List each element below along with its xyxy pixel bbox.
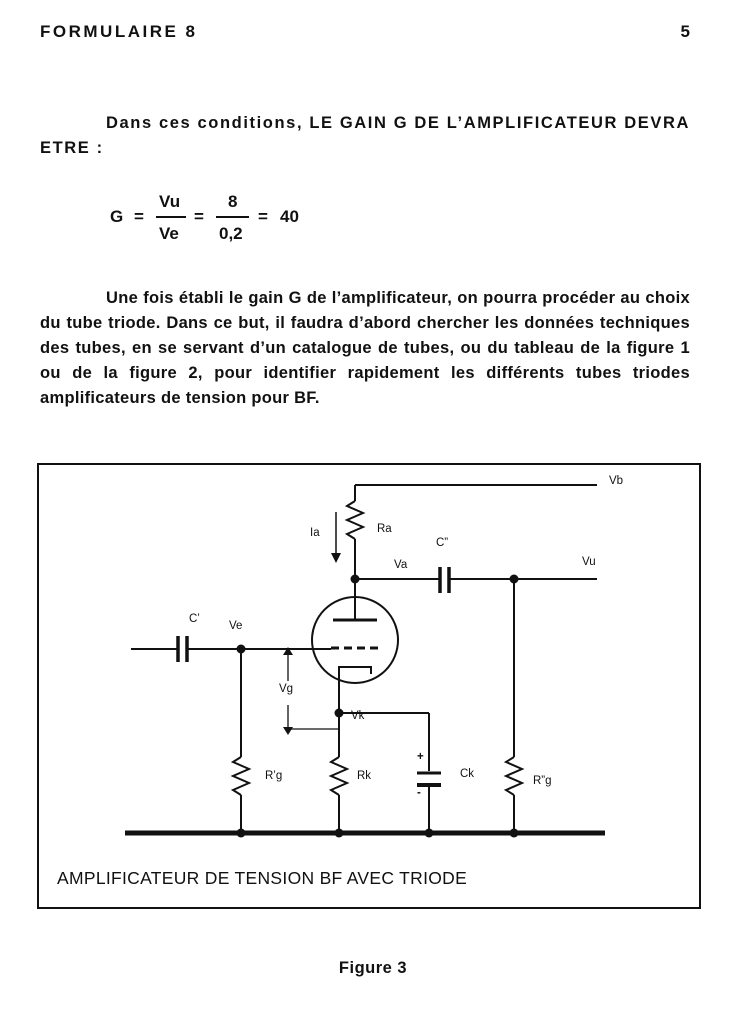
body-text: Une fois établi le gain G de l’amplifica…: [40, 289, 690, 407]
label-vk: Vk: [351, 710, 365, 722]
ground-node-2: [334, 828, 344, 838]
circuit-diagram: [125, 484, 605, 838]
page-header: FORMULAIRE 8 5: [40, 22, 690, 46]
ground-node-1: [236, 828, 246, 838]
ra-resistor: [344, 500, 366, 540]
intro-text: Dans ces conditions, LE GAIN G DE L’AMPL…: [40, 114, 690, 157]
eq-sign-1: =: [134, 207, 144, 226]
label-va: Va: [394, 559, 408, 571]
intro-paragraph: Dans ces conditions, LE GAIN G DE L’AMPL…: [40, 111, 690, 161]
eq-sign-3: =: [258, 207, 268, 226]
label-ck: Ck: [460, 768, 475, 780]
va-node: [350, 574, 360, 584]
figure-title: AMPLIFICATEUR DE TENSION BF AVEC TRIODE: [57, 868, 468, 888]
eq-numerator-1: Vu: [159, 192, 181, 211]
figure-caption: Figure 3: [338, 959, 408, 977]
gain-equation: G = Vu Ve = 8 0,2 = 40: [110, 190, 370, 250]
label-rk: Rk: [357, 770, 372, 782]
eq-numerator-2: 8: [228, 192, 238, 211]
page-number: 5: [680, 22, 690, 41]
label-vu: Vu: [582, 556, 596, 568]
triode-cathode: [338, 666, 372, 674]
vu-node: [509, 574, 519, 584]
ck-plate-bottom: [417, 783, 441, 787]
ve-node: [236, 644, 246, 654]
label-rg1: R’g: [265, 770, 283, 782]
rg2-resistor: [503, 756, 525, 796]
eq-result: 40: [280, 207, 299, 226]
label-ck-minus: -: [417, 787, 421, 799]
eq-denominator-2: 0,2: [219, 224, 243, 243]
vg-arrow-top: [283, 647, 293, 655]
rk-resistor: [328, 756, 350, 796]
ia-arrow-head: [331, 553, 341, 563]
label-rg2: R”g: [533, 775, 552, 787]
label-ve: Ve: [229, 620, 243, 632]
label-vg: Vg: [279, 683, 294, 695]
label-c2: C”: [436, 537, 449, 549]
rg1-resistor: [230, 756, 252, 796]
eq-sign-2: =: [194, 207, 204, 226]
label-vb: Vb: [609, 475, 624, 487]
fraction-bar-1: [156, 216, 186, 218]
ground-node-4: [509, 828, 519, 838]
document-title: FORMULAIRE 8: [40, 22, 198, 41]
label-ra: Ra: [377, 523, 392, 535]
body-paragraph: Une fois établi le gain G de l’amplifica…: [40, 286, 690, 411]
eq-denominator-1: Ve: [159, 224, 179, 243]
vk-node: [334, 708, 344, 718]
ground-node-3: [424, 828, 434, 838]
triode-envelope: [311, 596, 399, 684]
label-ck-plus: +: [417, 751, 424, 763]
fraction-bar-2: [216, 216, 249, 218]
label-c1: C’: [189, 613, 200, 625]
eq-lhs: G: [110, 207, 124, 226]
vg-arrow-bottom: [283, 727, 293, 735]
label-ia: Ia: [310, 527, 320, 539]
circuit-figure: Vb Ia Ra C” Va Vu C’ Ve Vg Vk R’g Rk Ck …: [37, 463, 701, 909]
